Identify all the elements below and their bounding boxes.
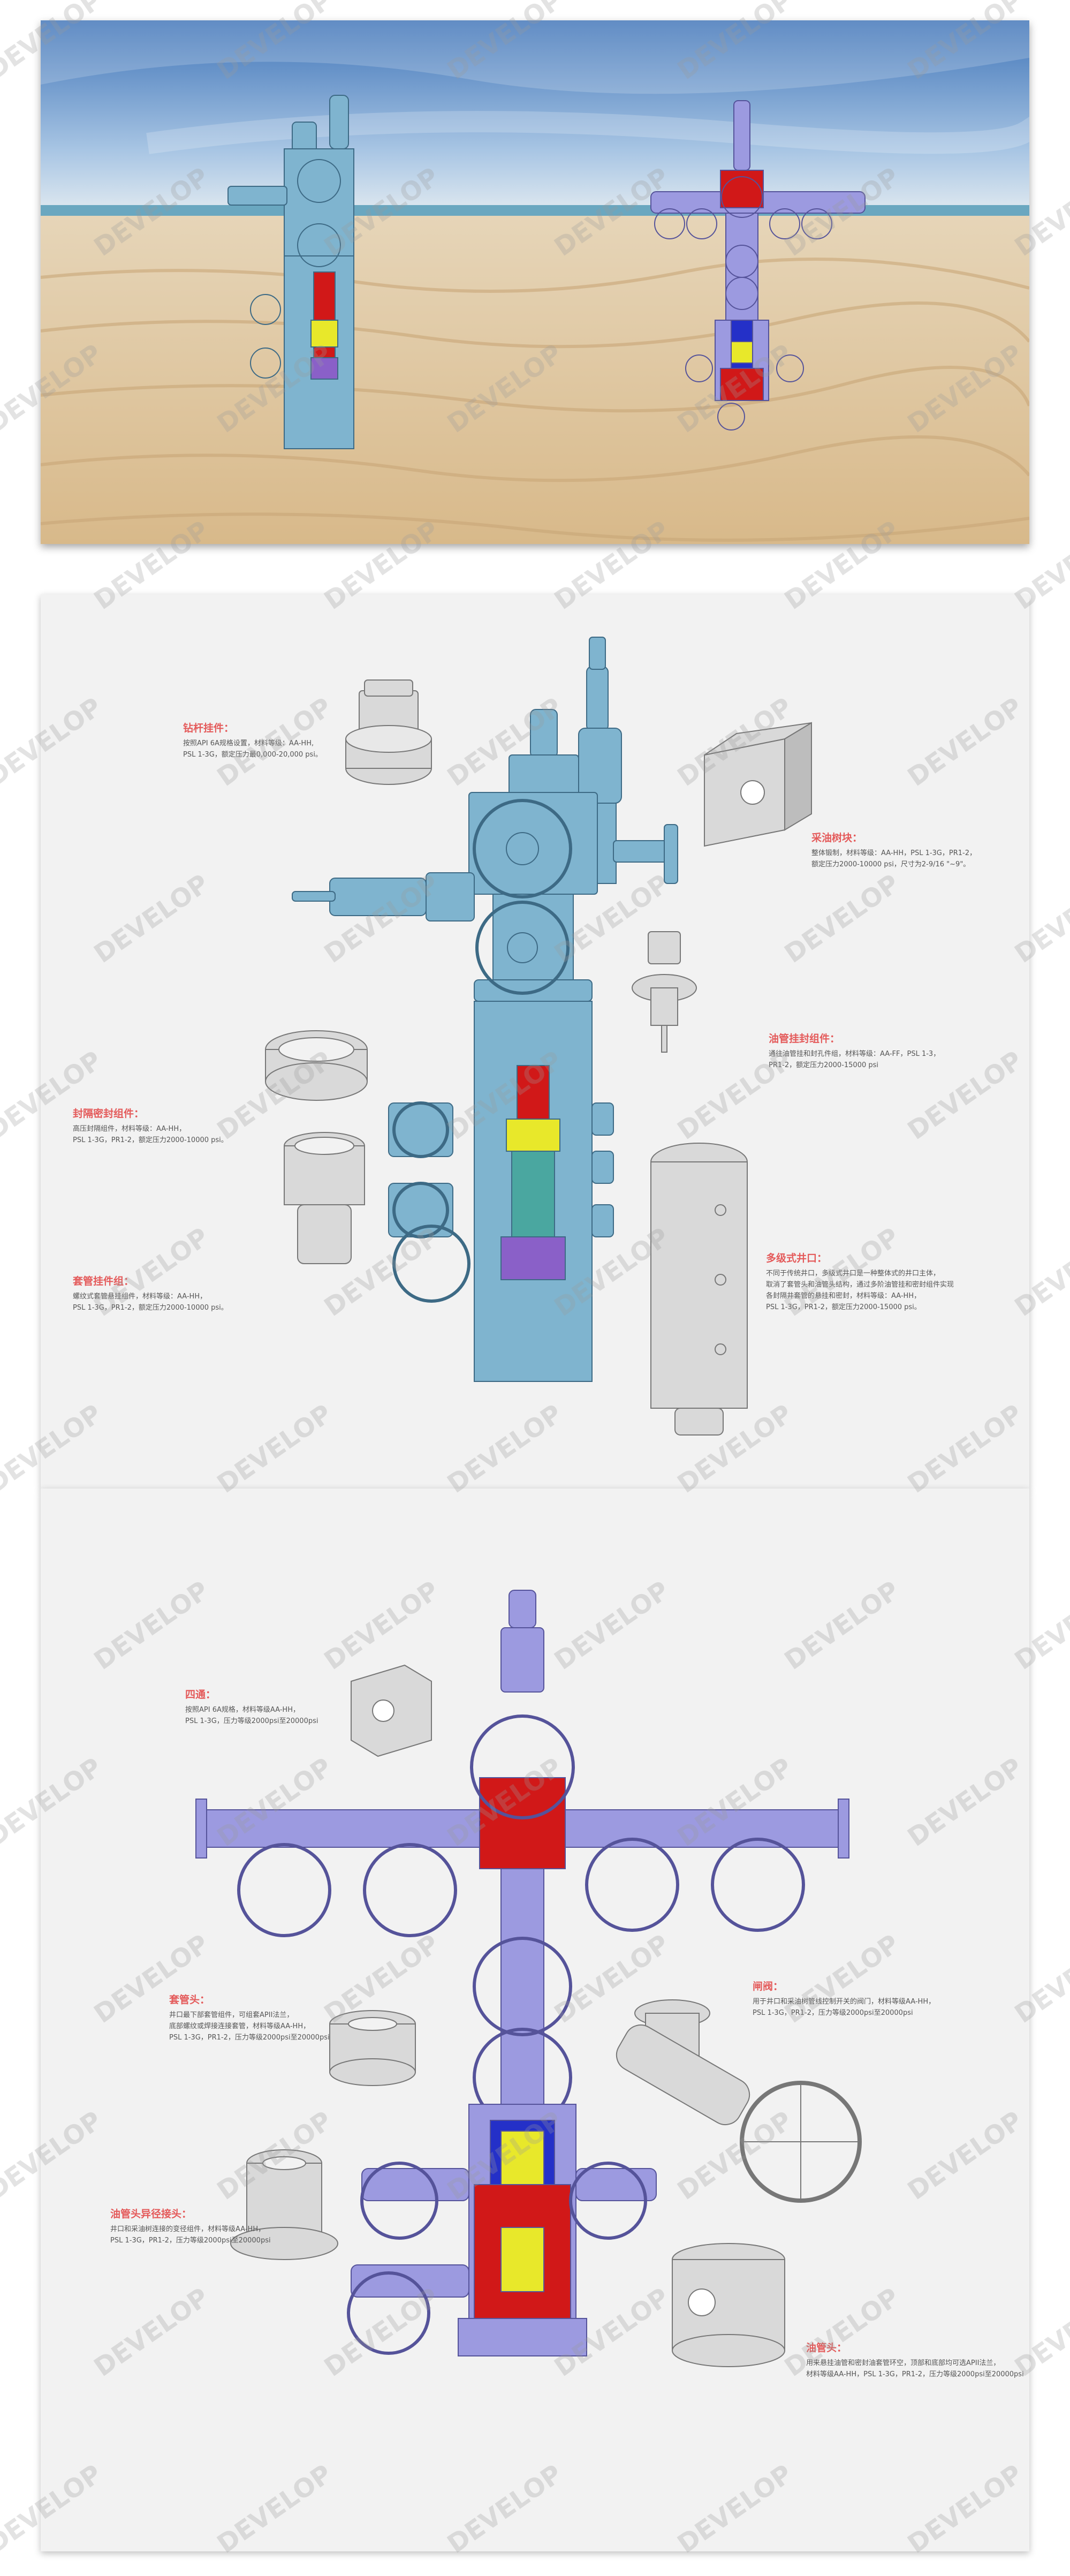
label-gate-valve: 闸阀： 用于井口和采油树管线控制开关的阀门，材料等级AA-HH， PSL 1-3… [753,1978,988,2019]
purple-wellhead [195,1590,849,2356]
label-desc: 按照API 6A规格，材料等级AA-HH， PSL 1-3G，压力等级2000p… [185,1706,318,1725]
blue-wellhead-illustration [265,637,812,1436]
part-tubing-spool [230,2149,338,2260]
label-title: 闸阀： [753,1981,784,1992]
label-desc: 通往油管挂和封孔件组，材料等级：AA-FF，PSL 1-3， PR1-2，额定压… [769,1050,940,1069]
label-desc: 按照API 6A规格设置，材料等级：AA-HH, PSL 1-3G，额定压力最0… [183,739,322,759]
sky [41,20,1029,208]
panel-blue-wellhead: 钻杆挂件： 按照API 6A规格设置，材料等级：AA-HH, PSL 1-3G，… [41,594,1029,1489]
label-hanger-assembly: 油管挂封组件： 通往油管挂和封孔件组，材料等级：AA-FF，PSL 1-3， P… [769,1031,993,1071]
part-casing-head [329,2010,416,2086]
label-title: 油管头异径接头： [110,2208,192,2220]
label-title: 多级式井口： [766,1252,828,1264]
hero-illustration [41,20,1029,544]
label-casing-hanger: 套管挂件组： 螺纹式套管悬挂组件，材料等级：AA-HH， PSL 1-3G，PR… [73,1273,265,1313]
part-gate-valve [616,1999,862,2203]
part-cross [351,1664,432,1757]
sand-ground [41,216,1029,544]
label-title: 套管挂件组： [73,1275,134,1287]
label-casing-head: 套管头： 井口最下部套管组件，可组套APII法兰， 底部螺纹或焊接连接套管，材料… [169,1992,351,2043]
label-desc: 螺纹式套管悬挂组件，材料等级：AA-HH， PSL 1-3G，PR1-2，额定压… [73,1293,228,1312]
label-multi-bowl: 多级式井口： 不同于传统井口，多级式井口是一种整体式的井口主体， 取消了套管头和… [766,1250,1001,1313]
label-title: 油管头： [806,2342,847,2354]
part-multi-bowl [650,1143,748,1436]
label-desc: 用于井口和采油树管线控制开关的阀门，材料等级AA-HH， PSL 1-3G，PR… [753,1998,936,2017]
label-title: 封隔密封组件： [73,1108,145,1120]
label-desc: 用来悬挂油管和密封油套管环空，顶部和底部均可选APII法兰， 材料等级AA-HH… [806,2359,1024,2378]
part-tubing-hanger [345,679,432,785]
label-desc: 井口最下部套管组件，可组套APII法兰， 底部螺纹或焊接连接套管，材料等级AA-… [169,2011,330,2042]
label-title: 四通： [185,1689,216,1701]
part-tubing-head [672,2243,785,2367]
label-production-block: 采油树块： 整体锻制，材料等级：AA-HH，PSL 1-3G，PR1-2， 额定… [811,830,1020,870]
label-desc: 整体锻制，材料等级：AA-HH，PSL 1-3G，PR1-2， 额定压力2000… [811,849,976,868]
label-desc: 井口和采油树连接的变径组件，材料等级AA-HH， PSL 1-3G，PR1-2，… [110,2225,271,2245]
label-title: 钻杆挂件： [183,722,234,734]
purple-tree-hero [650,100,866,430]
label-desc: 高压封隔组件，材料等级：AA-HH， PSL 1-3G，PR1-2，额定压力20… [73,1125,228,1144]
part-casing-hanger [284,1132,365,1264]
part-hanger-assembly [632,931,697,1053]
blue-wellhead [292,637,678,1382]
label-cross: 四通： 按照API 6A规格，材料等级AA-HH， PSL 1-3G，压力等级2… [185,1687,356,1727]
label-title: 油管挂封组件： [769,1033,840,1045]
panel-purple-wellhead: 四通： 按照API 6A规格，材料等级AA-HH， PSL 1-3G，压力等级2… [41,1489,1029,2551]
label-desc: 不同于传统井口，多级式井口是一种整体式的井口主体， 取消了套管头和油管头结构，通… [766,1270,954,1311]
blue-tree-hero [227,95,354,449]
part-seal-ring [265,1030,368,1101]
sea [41,205,1029,216]
label-tubing-hanger: 钻杆挂件： 按照API 6A规格设置，材料等级：AA-HH, PSL 1-3G，… [183,720,354,760]
label-title: 采油树块： [811,832,863,844]
label-tubing-spool: 油管头异径接头： 井口和采油树连接的变径组件，材料等级AA-HH， PSL 1-… [110,2206,292,2246]
label-tubing-head: 油管头： 用来悬挂油管和密封油套管环空，顶部和底部均可选APII法兰， 材料等级… [806,2340,1026,2380]
label-title: 套管头： [169,1994,210,2006]
purple-wellhead-illustration [195,1590,862,2367]
label-seal-assembly: 封隔密封组件： 高压封隔组件，材料等级：AA-HH， PSL 1-3G，PR1-… [73,1106,265,1146]
hero-scene [41,20,1029,544]
part-production-block [704,722,812,847]
